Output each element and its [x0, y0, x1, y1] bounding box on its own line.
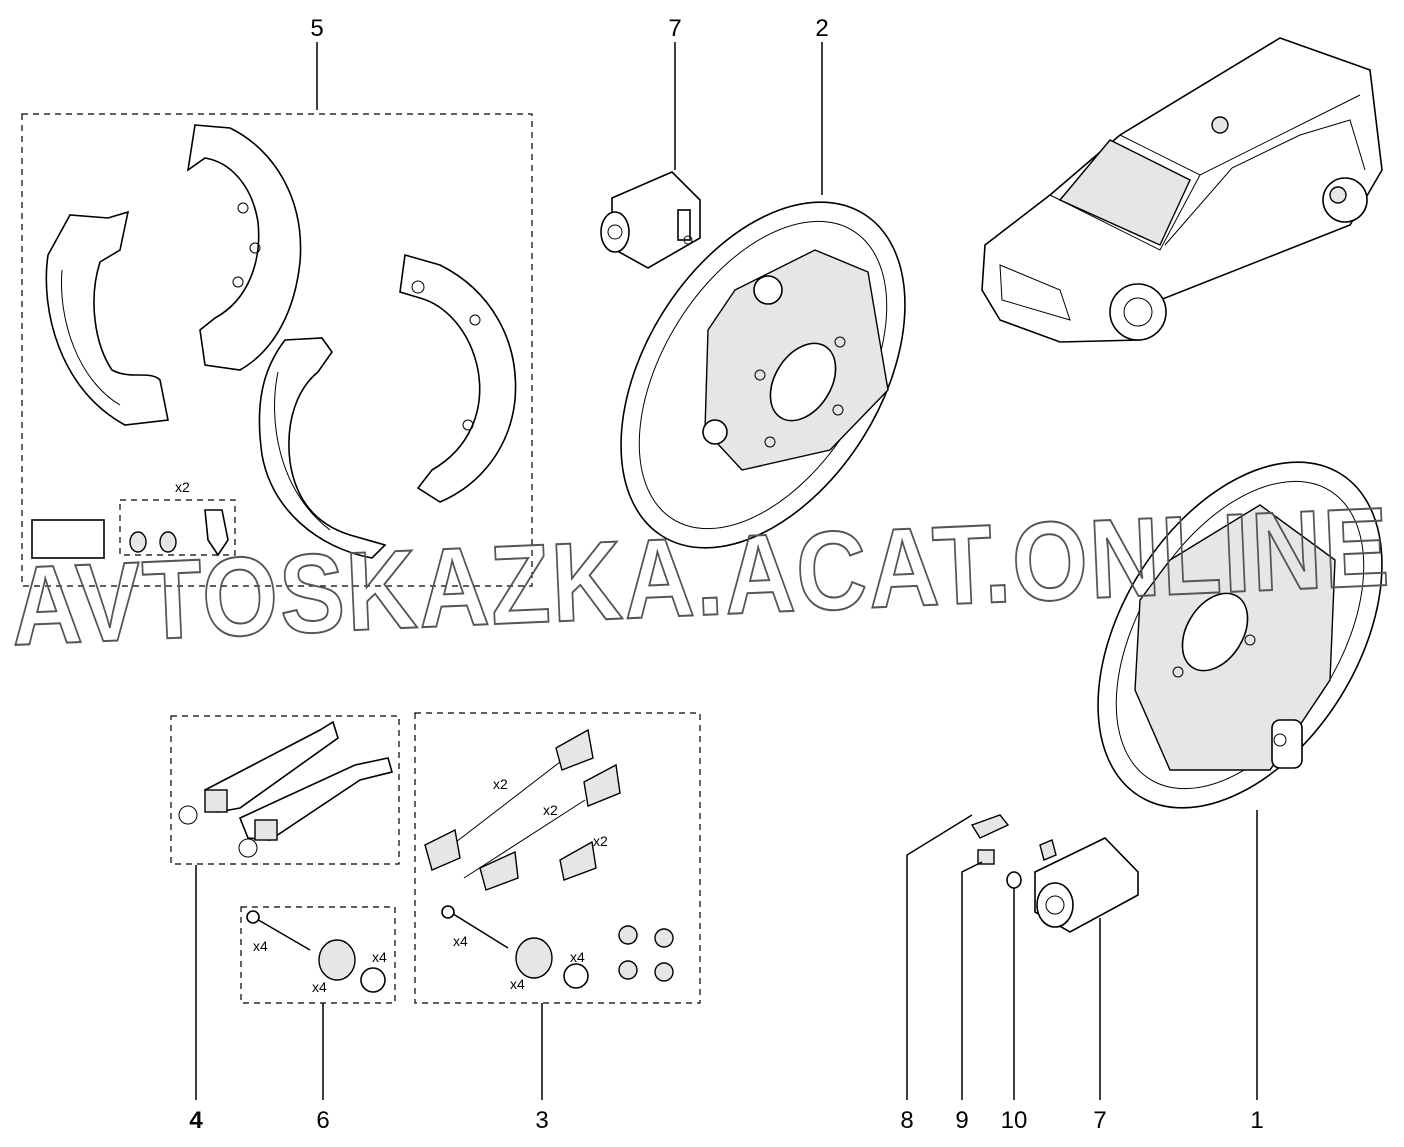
washer-10[interactable]: [1006, 871, 1022, 889]
kit-6-frame: [240, 906, 396, 1004]
kit-3-frame: [414, 712, 701, 1004]
label-plate: [31, 519, 105, 559]
callout-6: 6: [316, 1107, 329, 1134]
kit-4-frame: [170, 715, 400, 865]
kit-5-sub-frame: [119, 499, 236, 556]
brake-shoe-kit-5[interactable]: [21, 113, 533, 587]
qty-kit3-spring-b: x2: [543, 802, 558, 818]
callout-3: 3: [535, 1107, 548, 1134]
callout-4: 4: [189, 1107, 203, 1134]
qty-kit3-coil: x4: [510, 976, 525, 992]
kit-5-frame: [21, 113, 533, 587]
qty-kit5-caps: x2: [175, 479, 190, 495]
callout-7-top: 7: [668, 15, 681, 42]
qty-kit3-spring-c: x2: [593, 833, 608, 849]
wheel-cylinder-7[interactable]: [1034, 837, 1139, 933]
callout-10: 10: [1001, 1107, 1028, 1134]
callout-8: 8: [900, 1107, 913, 1134]
spring-kit-3[interactable]: [414, 712, 701, 1004]
vehicle-locator: [981, 37, 1383, 343]
callout-2: 2: [815, 15, 828, 42]
qty-kit6-pin: x4: [253, 938, 268, 954]
leader-lines: [195, 42, 1258, 1100]
wheel-cylinder-top[interactable]: [600, 171, 701, 269]
bolt-9[interactable]: [977, 849, 995, 865]
qty-kit6-coil: x4: [312, 979, 327, 995]
callout-9: 9: [955, 1107, 968, 1134]
backing-plate-1[interactable]: [1039, 411, 1404, 858]
bleed-screw-8[interactable]: [970, 814, 1010, 839]
callout-5: 5: [310, 15, 323, 42]
hold-down-kit-6[interactable]: [240, 906, 396, 1004]
adjuster-kit-4[interactable]: [170, 715, 400, 865]
backing-plate-2[interactable]: [562, 151, 964, 598]
callout-1: 1: [1250, 1107, 1263, 1134]
callout-7-bottom: 7: [1093, 1107, 1106, 1134]
qty-kit6-washer: x4: [372, 949, 387, 965]
qty-kit3-spring-a: x2: [493, 776, 508, 792]
qty-kit3-pin: x4: [453, 933, 468, 949]
qty-kit3-washer: x4: [570, 949, 585, 965]
